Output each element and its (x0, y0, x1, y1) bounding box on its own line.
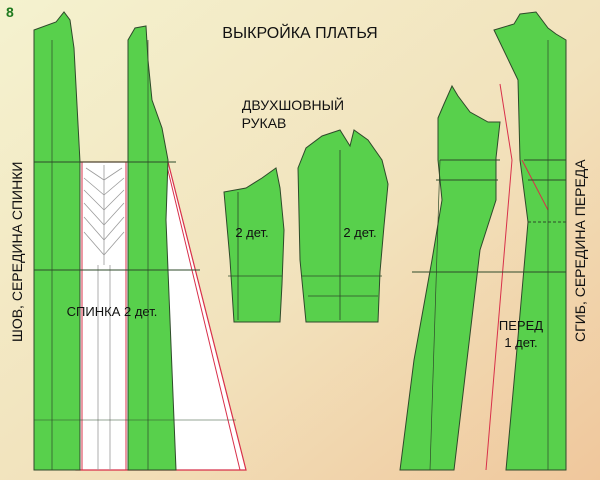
sleeve-pattern-group: 2 дет. 2 дет. (223, 129, 389, 323)
front-side-piece (399, 84, 501, 471)
sleeve-top-piece (297, 129, 389, 323)
front-side-label: СГИБ, СЕРЕДИНА ПЕРЕДА (572, 159, 588, 342)
back-insert-red-line-3 (165, 161, 241, 471)
back-marking-lines (34, 40, 236, 470)
sleeve-under-marking-lines (228, 192, 282, 320)
front-marking-lines (412, 40, 566, 471)
back-insert-fold-lines (83, 165, 125, 470)
front-pattern-group: ПЕРЕД 1 дет. СГИБ, СЕРЕДИНА ПЕРЕДА (399, 11, 588, 471)
sleeve-under-piece (223, 167, 285, 323)
front-piece-label-line1: ПЕРЕД (499, 318, 543, 333)
front-red-lines (485, 83, 549, 471)
page-title: ВЫКРОЙКА ПЛАТЬЯ (222, 23, 377, 42)
page-number: 8 (6, 4, 14, 20)
front-piece-label-line2: 1 дет. (504, 335, 537, 350)
sleeve-title-line1: ДВУХШОВНЫЙ (242, 96, 344, 113)
sleeve-top-marking-lines (302, 150, 382, 320)
back-center-piece (33, 11, 81, 471)
sleeve-top-piece-label: 2 дет. (343, 225, 376, 240)
back-piece-label: СПИНКА 2 дет. (67, 304, 158, 319)
sleeve-title-line2: РУКАВ (242, 115, 287, 131)
sleeve-under-piece-label: 2 дет. (235, 225, 268, 240)
back-side-piece (127, 25, 177, 471)
back-side-label: ШОВ, СЕРЕДИНА СПИНКИ (9, 162, 25, 342)
back-pattern-group: ШОВ, СЕРЕДИНА СПИНКИ СПИНКА 2 дет. (9, 11, 247, 471)
